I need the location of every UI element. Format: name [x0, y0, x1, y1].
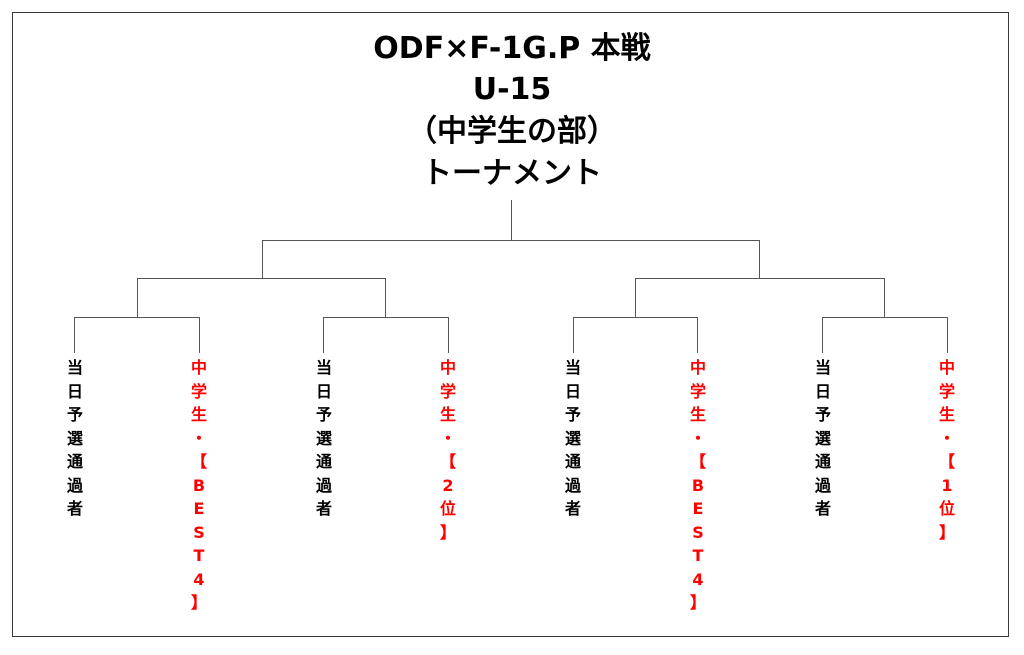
quarterfinal-3-bar — [573, 317, 698, 318]
final-bar — [262, 240, 760, 241]
quarterfinal-2-bar — [323, 317, 449, 318]
entrant-1-qualifier: 当日予選通過者 — [66, 358, 83, 518]
title-line-2: U-15 — [472, 72, 552, 107]
entrant-2-drop — [199, 317, 200, 353]
title-line-3: （中学生の部） — [407, 114, 617, 149]
diagram-frame — [12, 12, 1009, 637]
entrant-1-drop — [74, 317, 75, 353]
entrant-8-drop — [947, 317, 948, 353]
quarterfinal-3-stem — [635, 278, 636, 317]
entrant-4-drop — [448, 317, 449, 353]
quarterfinal-1-stem — [137, 278, 138, 317]
quarterfinal-4-stem — [884, 278, 885, 317]
title-line-1: ODF×F-1G.P 本戦 — [373, 31, 651, 66]
entrant-6-drop — [697, 317, 698, 353]
semifinal-left-bar — [137, 278, 386, 279]
entrant-5-drop — [573, 317, 574, 353]
quarterfinal-4-bar — [822, 317, 948, 318]
semifinal-right-stem — [759, 240, 760, 278]
quarterfinal-1-bar — [74, 317, 200, 318]
final-stem — [511, 200, 512, 240]
semifinal-right-bar — [635, 278, 885, 279]
quarterfinal-2-stem — [385, 278, 386, 317]
entrant-3-drop — [323, 317, 324, 353]
entrant-7-drop — [822, 317, 823, 353]
entrant-7-qualifier: 当日予選通過者 — [814, 358, 831, 518]
semifinal-left-stem — [262, 240, 263, 278]
title-line-4: トーナメント — [422, 156, 602, 191]
entrant-3-qualifier: 当日予選通過者 — [315, 358, 332, 518]
entrant-5-qualifier: 当日予選通過者 — [564, 358, 581, 518]
